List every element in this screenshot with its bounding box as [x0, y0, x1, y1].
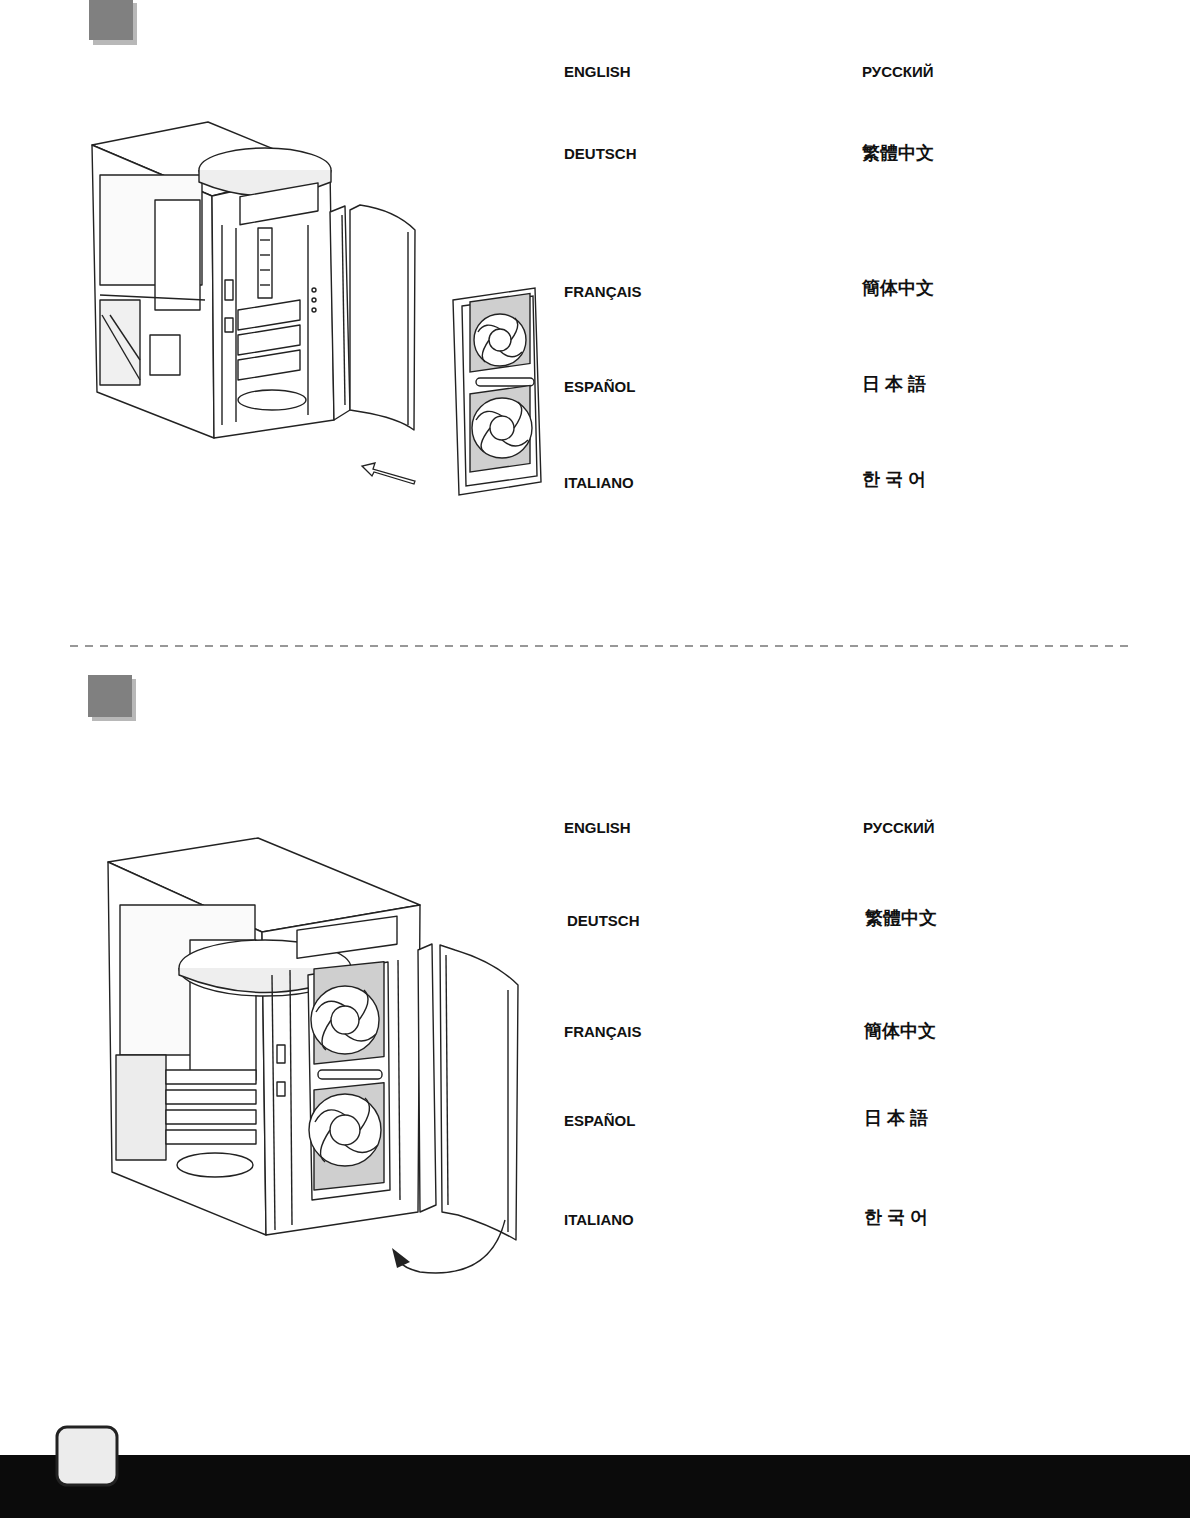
language-heading: ENGLISH [564, 820, 631, 837]
language-heading: FRANÇAIS [564, 1024, 642, 1041]
swing-arrow [400, 1220, 505, 1273]
language-heading: РУССКИЙ [862, 64, 934, 81]
language-heading: DEUTSCH [564, 146, 637, 163]
page-number-box [57, 1427, 117, 1485]
swing-arrowhead [392, 1248, 410, 1268]
language-heading: 한 국 어 [864, 1208, 928, 1228]
language-heading: 日 本 語 [862, 375, 926, 395]
pc-case-bottom [108, 838, 518, 1240]
language-heading: 簡体中文 [864, 1022, 936, 1042]
footer-bar [0, 1455, 1190, 1518]
language-heading: 簡体中文 [862, 279, 934, 299]
language-heading: 繁體中文 [865, 909, 937, 929]
language-heading: DEUTSCH [567, 913, 640, 930]
language-heading: 日 本 語 [864, 1109, 928, 1129]
language-heading: ENGLISH [564, 64, 631, 81]
insert-arrow [362, 463, 415, 484]
language-heading: ITALIANO [564, 475, 634, 492]
language-heading: ESPAÑOL [564, 379, 635, 396]
pc-case-top [92, 122, 415, 438]
separator [70, 645, 1132, 646]
language-heading: ESPAÑOL [564, 1113, 635, 1130]
language-heading: FRANÇAIS [564, 284, 642, 301]
step-square [89, 0, 133, 40]
language-heading: 한 국 어 [862, 470, 926, 490]
language-heading: ITALIANO [564, 1212, 634, 1229]
fan-bezel [453, 288, 541, 495]
language-heading: 繁體中文 [862, 144, 934, 164]
language-heading: РУССКИЙ [863, 820, 935, 837]
step-square [88, 675, 132, 717]
